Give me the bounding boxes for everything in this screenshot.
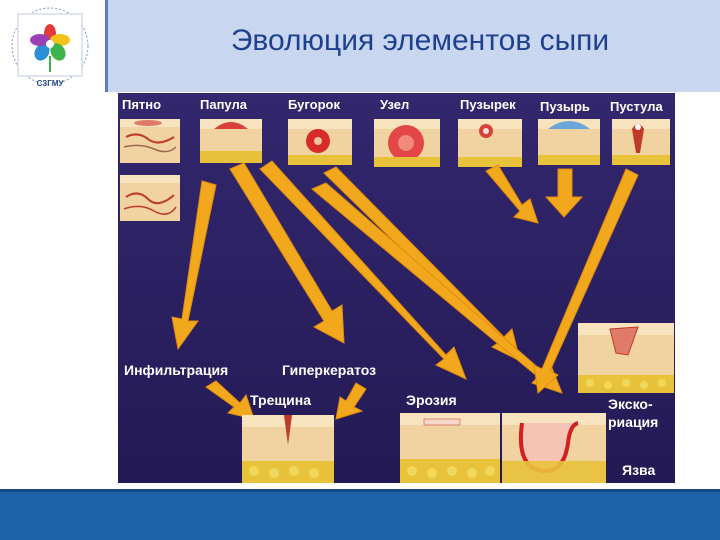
skin-block-bulla (538, 119, 600, 165)
logo-caption: СЗГМУ (37, 79, 65, 88)
university-logo: СЗГМУ (11, 7, 89, 88)
label-pustule: Пустула (610, 99, 663, 114)
label-bulla: Пузырь (540, 99, 590, 114)
label-infiltration: Инфильтрация (124, 362, 228, 378)
skin-block-erosion (400, 413, 500, 483)
flower-icon (30, 24, 70, 72)
skin-block-excoriation (578, 323, 674, 393)
footer-divider (0, 489, 720, 492)
label-ulcer: Язва (622, 462, 655, 478)
arrow-to-fissure (205, 380, 255, 420)
label-erosion: Эрозия (406, 392, 457, 408)
label-spot: Пятно (122, 97, 161, 112)
label-hyperkeratosis: Гиперкератоз (282, 362, 376, 378)
skin-block-vesicle (458, 119, 522, 167)
skin-block-ulcer (502, 413, 606, 483)
logo-panel: СЗГМУ (0, 0, 105, 92)
arrow-papule-to-hyperkeratosis (229, 162, 345, 344)
label-vesicle: Пузырек (460, 97, 516, 112)
label-fissure: Трещина (250, 392, 311, 408)
arrow-to-infiltration (171, 180, 217, 351)
skin-block-spot-variant (120, 175, 180, 221)
arrow-vesicle-to-erosion (485, 164, 539, 224)
slide-footer (0, 489, 720, 540)
label-excoriation-2: риация (608, 414, 658, 430)
skin-block-fissure (242, 415, 334, 483)
evolution-arrows (171, 160, 639, 420)
rash-evolution-diagram: Пятно Папула Бугорок Узел Пузырек Пузырь… (118, 93, 675, 483)
skin-block-spot (120, 119, 180, 163)
label-excoriation-1: Экско- (608, 396, 653, 412)
label-tubercle: Бугорок (288, 97, 340, 112)
slide-header (0, 0, 720, 92)
skin-block-tubercle (288, 119, 352, 165)
skin-block-node (374, 119, 440, 167)
skin-block-pustule (612, 119, 670, 165)
label-node: Узел (380, 97, 409, 112)
slide-title: Эволюция элементов сыпи (230, 24, 610, 57)
skin-block-papule (200, 119, 262, 163)
label-papule: Папула (200, 97, 248, 112)
header-divider (105, 0, 108, 92)
arrow-hyperkeratosis-to-fissure (335, 382, 367, 420)
arrow-tubercle-to-erosion (259, 160, 467, 380)
arrow-bulla-down (544, 168, 584, 218)
arrow-pustule-to-ulcer (533, 168, 639, 394)
